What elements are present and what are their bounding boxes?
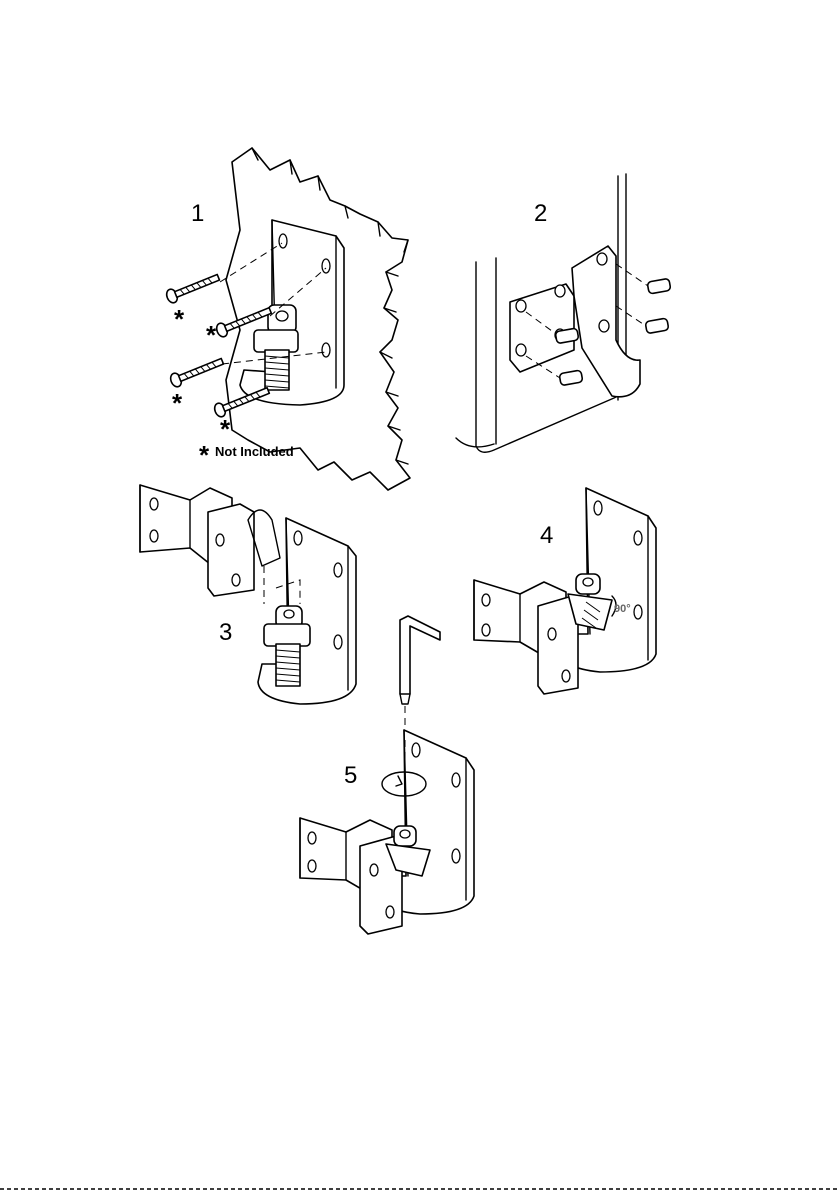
step-3-illustration <box>140 485 356 704</box>
not-included-legend-marker: * <box>199 440 210 470</box>
not-included-marker-3: * <box>172 388 183 418</box>
step-2-number: 2 <box>534 200 547 227</box>
step-1-number: 1 <box>191 200 204 227</box>
not-included-note: Not Included <box>215 444 294 459</box>
speaker-bracket <box>510 284 574 372</box>
allen-key <box>400 616 440 704</box>
step-3-number: 3 <box>219 619 232 646</box>
step-5-number: 5 <box>344 762 357 789</box>
step-2-illustration <box>456 174 671 452</box>
step-4-number: 4 <box>540 522 553 549</box>
step-4-illustration: 90° <box>474 488 656 694</box>
rotation-angle-label: 90° <box>614 603 631 615</box>
not-included-marker-2: * <box>206 320 217 350</box>
not-included-marker-4: * <box>220 414 231 444</box>
step-3-bracket <box>258 518 356 704</box>
not-included-marker-1: * <box>174 304 185 334</box>
